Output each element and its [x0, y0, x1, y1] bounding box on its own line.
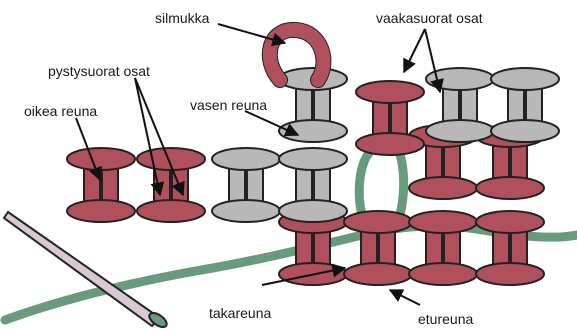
label-pystysuorat-osat: pystysuorat osat — [48, 63, 150, 79]
stitch-row1-3 — [476, 211, 544, 285]
stitch-row3-2 — [491, 68, 559, 142]
label-takareuna: takareuna — [209, 305, 271, 321]
stitch-row2-0 — [67, 148, 135, 222]
stitch-row2-3 — [279, 148, 347, 222]
stitch-row2-2 — [212, 148, 280, 222]
label-vasen-reuna: vasen reuna — [190, 97, 267, 113]
stitch-row2-1 — [137, 148, 205, 222]
stitch-row1-1 — [344, 211, 412, 285]
stitch-row1-2 — [409, 211, 477, 285]
label-etureuna: etureuna — [418, 311, 473, 327]
label-oikea-reuna: oikea reuna — [24, 103, 97, 119]
stitch-row3-red — [356, 81, 424, 155]
label-vaakasuorat-osat: vaakasuorat osat — [376, 10, 483, 26]
green-yarn-loop — [359, 150, 403, 215]
label-silmukka: silmukka — [155, 10, 210, 26]
